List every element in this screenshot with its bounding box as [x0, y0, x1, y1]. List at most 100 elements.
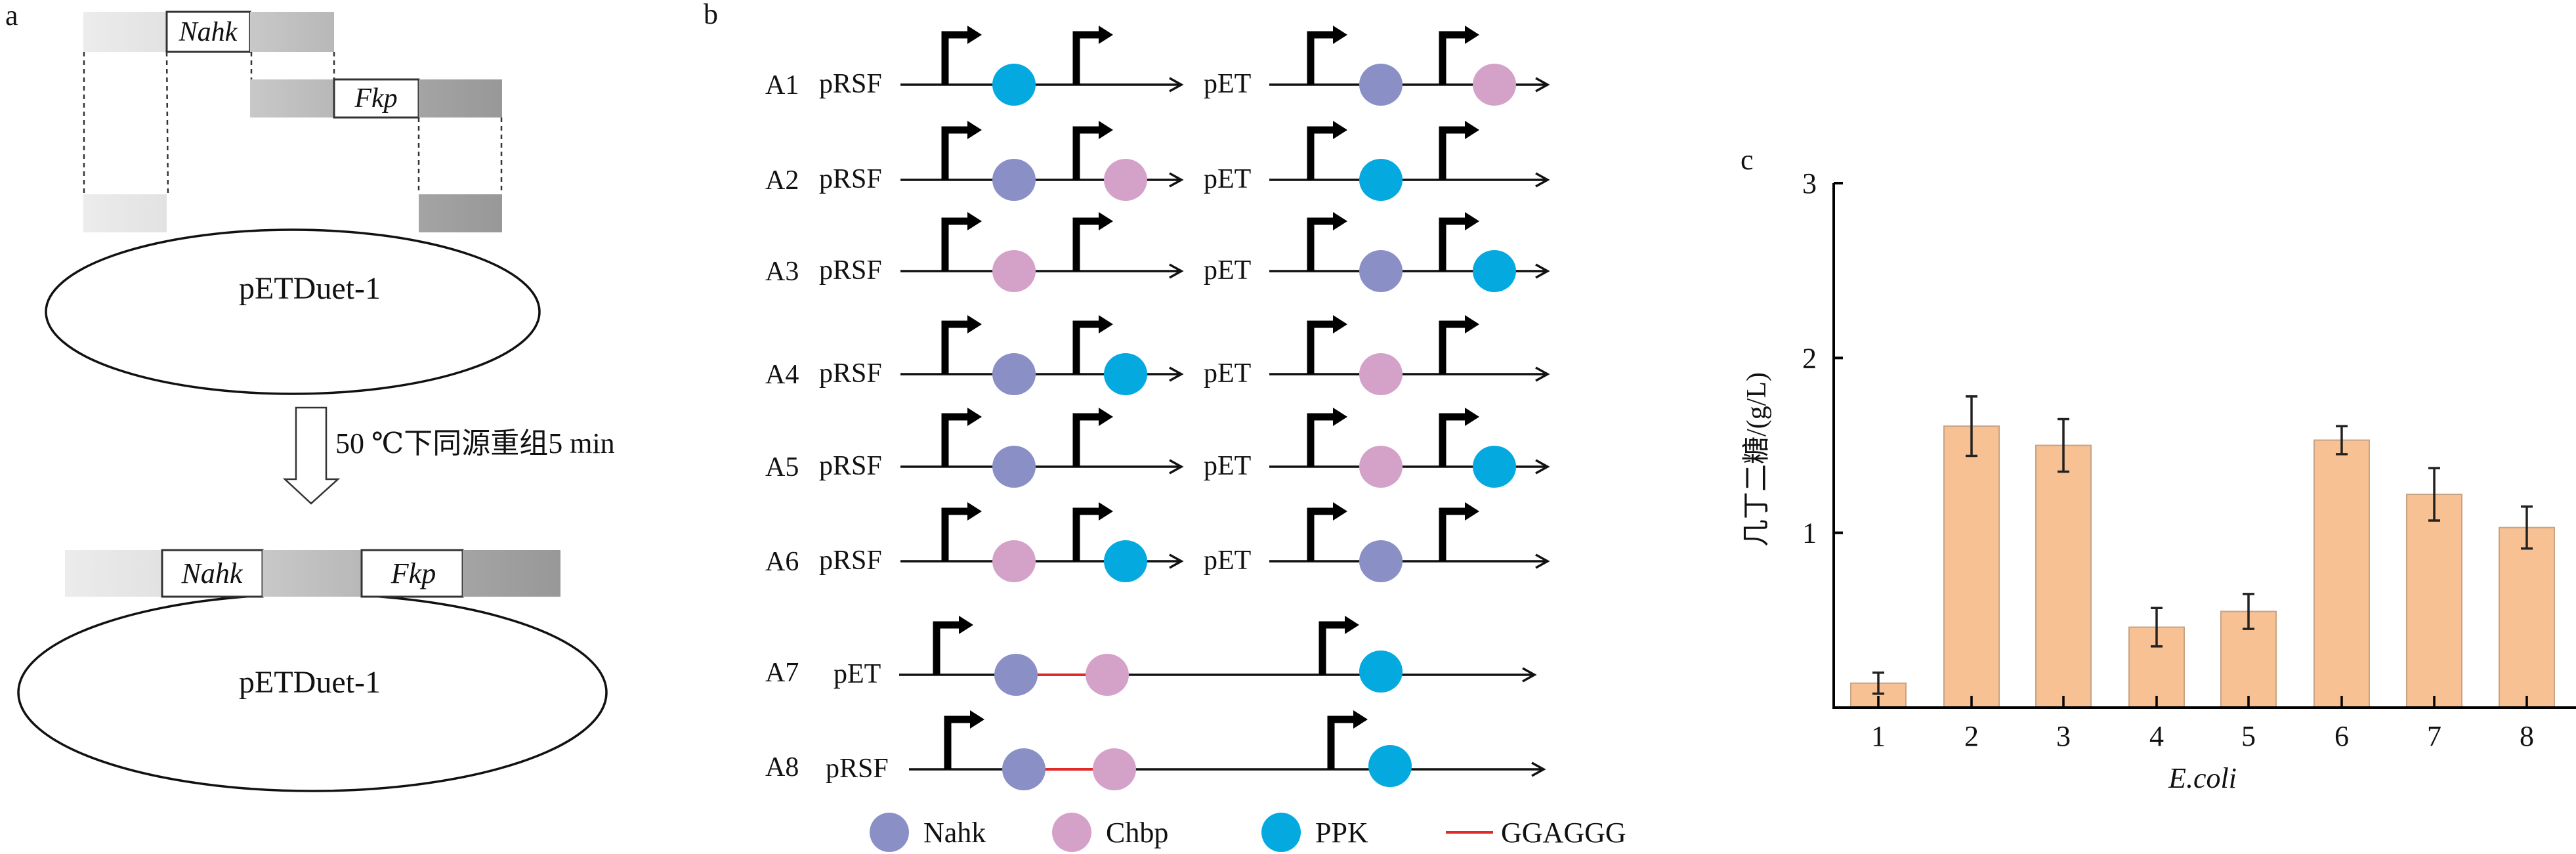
legend-swatch	[870, 813, 909, 852]
promoter-arrow-icon	[1439, 217, 1466, 271]
promoter-arrowhead-icon	[1333, 408, 1347, 426]
error-bar-7	[2428, 467, 2440, 522]
gene-chbp-circle	[1093, 748, 1136, 790]
promoter-arrowhead-icon	[1099, 315, 1113, 333]
gene-ppk-circle	[1473, 250, 1516, 292]
promoter-arrow-icon	[941, 320, 969, 374]
error-bar-6	[2336, 425, 2348, 456]
promoter-arrowhead-icon	[1333, 315, 1347, 333]
legend-label: GGAGGG	[1501, 817, 1626, 849]
error-bar-5	[2243, 593, 2254, 630]
legend-swatch	[1261, 813, 1301, 852]
plasmid-name: pRSF	[819, 164, 882, 194]
process-condition: 50 ℃下同源重组5 min	[335, 427, 615, 459]
vector-end-right	[419, 194, 502, 232]
promoter-arrow-icon	[1439, 413, 1466, 467]
direction-arrow-icon	[1169, 459, 1184, 475]
gene-label-nahk: Nahk	[179, 17, 238, 47]
bar-7	[2406, 494, 2462, 708]
recombined-label-nahk: Nahk	[181, 557, 243, 589]
promoter-arrowhead-icon	[1099, 408, 1113, 426]
promoter-arrow-icon	[1072, 320, 1100, 374]
promoter-arrowhead-icon	[967, 408, 982, 426]
gene-nahk-circle	[992, 446, 1036, 488]
gene-chbp-circle	[1104, 159, 1147, 201]
promoter-arrow-icon	[1307, 507, 1334, 561]
alignment-guides	[83, 51, 503, 198]
promoter-arrow-icon	[941, 217, 969, 271]
x-tick-label: 5	[2241, 720, 2256, 752]
gene-chbp-circle	[992, 250, 1036, 292]
gene-ppk-circle	[1359, 159, 1403, 201]
row-id: A8	[765, 752, 799, 782]
panel-b-label: b	[704, 0, 718, 30]
recombined-gene-fkp	[360, 549, 464, 598]
gene-nahk-circle	[992, 159, 1036, 201]
vector-label-top: pETDuet-1	[239, 271, 381, 306]
promoter-arrowhead-icon	[1333, 212, 1347, 230]
promoter-arrowhead-icon	[1345, 616, 1359, 634]
legend-item-ggaggg: GGAGGG	[1446, 817, 1626, 849]
error-bar-3	[2058, 417, 2069, 473]
gene-ppk-circle	[1104, 540, 1147, 582]
legend-label: Nahk	[923, 817, 986, 849]
promoter-arrowhead-icon	[970, 710, 984, 729]
plasmid-name: pET	[1204, 545, 1251, 576]
promoter-arrow-icon	[1072, 217, 1100, 271]
gene-ppk-circle	[1368, 745, 1412, 787]
plasmid-name: pRSF	[819, 451, 882, 481]
promoter-arrow-icon	[941, 413, 969, 467]
legend-item-nahk: Nahk	[870, 813, 986, 852]
direction-arrow-icon	[1535, 553, 1550, 569]
x-axis-title: E.coli	[2168, 762, 2237, 794]
gene-chbp-circle	[1359, 446, 1403, 488]
plasmid-name: pRSF	[819, 69, 882, 99]
bar-6	[2313, 439, 2370, 708]
promoter-arrowhead-icon	[967, 26, 982, 44]
y-axis-title: 几丁二糖/(g/L)	[1742, 372, 1772, 547]
promoter-arrow-icon	[1439, 320, 1466, 374]
gene-nahk-circle	[992, 353, 1036, 395]
gene-nahk-circle	[1359, 64, 1403, 106]
plasmid-name: pET	[1204, 358, 1251, 389]
promoter-arrowhead-icon	[1099, 502, 1113, 521]
legend-label: PPK	[1315, 817, 1368, 849]
row-id: A2	[765, 165, 799, 196]
bar-3	[2035, 444, 2092, 708]
promoter-arrow-icon	[1072, 413, 1100, 467]
promoter-arrow-icon	[1307, 31, 1334, 85]
recombined-overlap	[263, 550, 362, 597]
direction-arrow-icon	[1169, 77, 1184, 93]
x-tick-label: 8	[2520, 720, 2534, 752]
legend-label: Chbp	[1106, 817, 1168, 849]
direction-arrow-icon	[1169, 172, 1184, 188]
promoter-arrow-icon	[1072, 507, 1100, 561]
overlap-region	[250, 12, 334, 52]
row-id: A5	[765, 452, 799, 482]
recombined-label-fkp: Fkp	[391, 557, 436, 589]
homology-arm-right	[419, 79, 502, 117]
promoter-arrowhead-icon	[1465, 26, 1479, 44]
promoter-arrowhead-icon	[1465, 212, 1479, 230]
promoter-arrowhead-icon	[967, 212, 982, 230]
plasmid-name: pRSF	[826, 754, 889, 784]
promoter-arrow-icon	[1439, 507, 1466, 561]
plasmid-name: pRSF	[819, 545, 882, 576]
gene-box-fkp	[333, 78, 420, 119]
promoter-arrow-icon	[1307, 413, 1334, 467]
gene-nahk-circle	[1359, 250, 1403, 292]
gene-nahk-circle	[1002, 748, 1045, 790]
x-tick-label: 4	[2149, 720, 2164, 752]
x-tick-label: 3	[2056, 720, 2071, 752]
gene-nahk-circle	[1359, 540, 1403, 582]
promoter-arrow-icon	[944, 715, 971, 769]
x-tick-label: 1	[1871, 720, 1886, 752]
legend-item-chbp: Chbp	[1052, 813, 1168, 852]
promoter-arrowhead-icon	[1465, 121, 1479, 139]
